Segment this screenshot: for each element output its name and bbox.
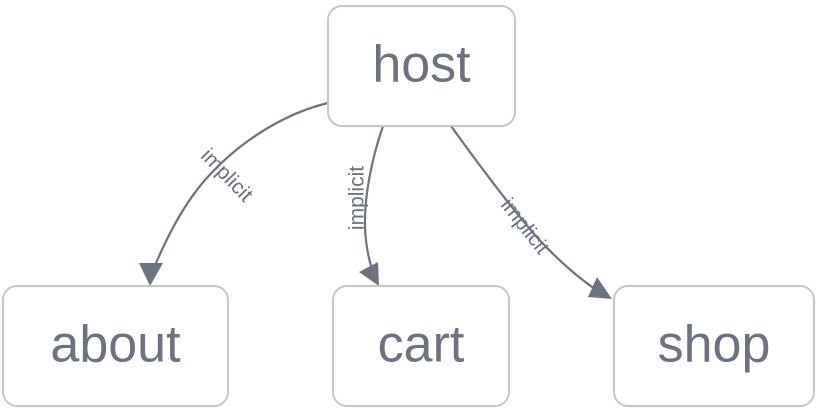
node-box: [327, 5, 516, 127]
node-box: [2, 285, 229, 407]
arrowhead-icon: [359, 262, 379, 286]
arrowhead-icon: [139, 263, 163, 286]
node-box: [332, 285, 510, 407]
node-shop[interactable]: shop: [613, 285, 815, 407]
edge-host-to-cart[interactable]: implicit: [346, 124, 385, 286]
node-host[interactable]: host: [327, 5, 516, 127]
node-label: cart: [378, 316, 465, 374]
node-box: [613, 285, 815, 407]
edge-path: [363, 124, 385, 279]
node-label: host: [372, 36, 471, 94]
edge-host-to-about[interactable]: implicit: [139, 101, 330, 286]
edge-label: implicit: [346, 166, 369, 230]
node-label: about: [50, 316, 181, 374]
node-cart[interactable]: cart: [332, 285, 510, 407]
edge-host-to-shop[interactable]: implicit: [449, 124, 612, 299]
edge-label: implicit: [496, 194, 554, 259]
node-about[interactable]: about: [2, 285, 229, 407]
edge-label: implicit: [196, 144, 257, 206]
arrowhead-icon: [588, 277, 612, 299]
edge-path: [449, 124, 605, 296]
node-label: shop: [658, 316, 771, 374]
edge-path: [148, 101, 330, 279]
